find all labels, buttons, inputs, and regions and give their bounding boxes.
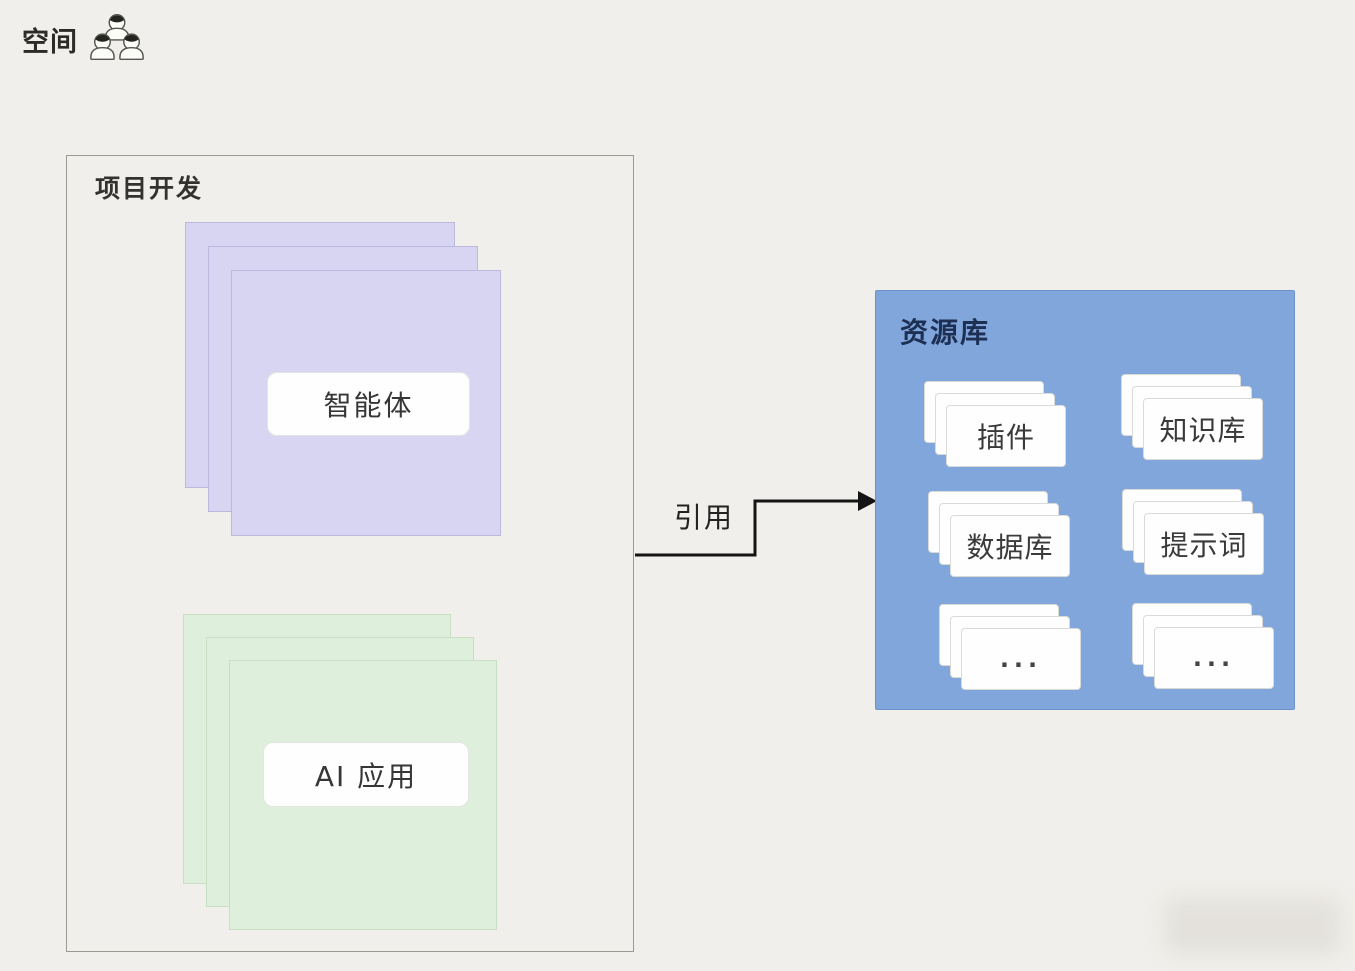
ai-app-stack-label: AI 应用 (263, 742, 469, 807)
resource-stack-prompts: 提示词 (1122, 489, 1264, 575)
agent-stack-label: 智能体 (267, 372, 470, 436)
resource-library-title: 资源库 (900, 316, 991, 349)
agent-card-front: 智能体 (231, 270, 501, 536)
resource-stack-database: 数据库 (928, 491, 1070, 577)
agent-card-stack: 智能体 (185, 222, 505, 540)
ai-app-card-front: AI 应用 (229, 660, 497, 930)
reference-arrow-label: 引用 (673, 501, 734, 534)
ai-app-card-stack: AI 应用 (183, 614, 501, 934)
resource-stack-more-left: ... (939, 604, 1081, 690)
resource-item-label: ... (999, 645, 1043, 673)
resource-item-label: 提示词 (1160, 529, 1248, 562)
resource-library-panel: 资源库 插件 知识库 数据库 提示词 (875, 290, 1295, 710)
resource-item-label: 数据库 (966, 531, 1054, 564)
resource-stack-knowledge-base: 知识库 (1121, 374, 1263, 460)
resource-item-label: 插件 (976, 421, 1035, 454)
workspace-label: 空间 (22, 27, 78, 58)
watermark-smudge (1165, 898, 1340, 954)
resource-item-label: 知识库 (1159, 414, 1247, 447)
people-group-icon (90, 14, 144, 61)
stack-card-front: ... (961, 628, 1081, 690)
project-development-box: 项目开发 (66, 155, 634, 952)
stack-card-front: 提示词 (1144, 513, 1264, 575)
resource-stack-plugins: 插件 (924, 381, 1066, 467)
stack-card-front: ... (1154, 627, 1274, 689)
resource-stack-more-right: ... (1132, 603, 1274, 689)
stack-card-front: 插件 (946, 405, 1066, 467)
stack-card-front: 数据库 (950, 515, 1070, 577)
resource-item-label: ... (1192, 644, 1236, 672)
project-box-title: 项目开发 (95, 174, 204, 203)
stack-card-front: 知识库 (1143, 398, 1263, 460)
